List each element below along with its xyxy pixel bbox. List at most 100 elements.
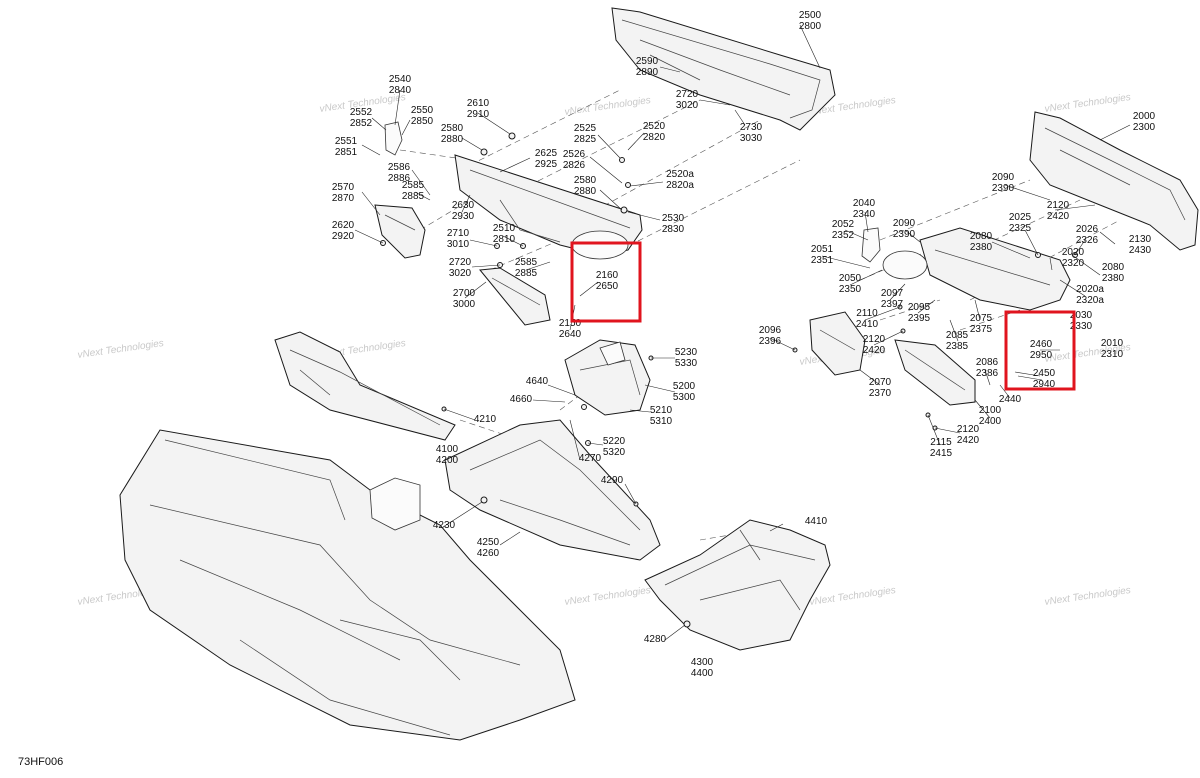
callout-number: 2925: [535, 159, 558, 170]
callout-2440: 2440: [999, 394, 1022, 405]
callout-number: 3020: [449, 268, 472, 279]
callout-number: 2920: [332, 231, 355, 242]
callout-number: 2700: [453, 288, 476, 299]
callout-number: 3000: [453, 299, 476, 310]
callout-number: 2850: [411, 116, 434, 127]
callout-number: 2096: [759, 325, 782, 336]
callout-number: 2940: [1033, 379, 1056, 390]
callout-number: 2886: [388, 173, 411, 184]
callout-number: 2385: [946, 341, 969, 352]
callout-number: 2390: [992, 183, 1015, 194]
callout-number: 5220: [603, 436, 626, 447]
left-rocker-panel: [274, 331, 456, 441]
callout-number: 2420: [863, 345, 886, 356]
callout-number: 5210: [650, 405, 673, 416]
callout-4640: 4640: [526, 376, 549, 387]
callout-number: 2420: [957, 435, 980, 446]
callout-number: 3020: [676, 100, 699, 111]
callout-number: 2580: [441, 123, 464, 134]
callout-number: 2810: [493, 234, 516, 245]
callout-number: 2720: [676, 89, 699, 100]
callout-number: 2620: [332, 220, 355, 231]
upper-door-panel: [611, 7, 836, 131]
callout-number: 4260: [477, 548, 500, 559]
callout-number: 2390: [893, 229, 916, 240]
callout-number: 2420: [1047, 211, 1070, 222]
callout-number: 2070: [869, 377, 892, 388]
callout-number: 2720: [449, 257, 472, 268]
main-floor-tub: [119, 429, 576, 741]
callout-number: 5330: [675, 358, 698, 369]
callout-number: 5320: [603, 447, 626, 458]
callout-number: 2040: [853, 198, 876, 209]
callout-number: 2370: [869, 388, 892, 399]
watermark-text: vNext Technologies: [564, 585, 652, 608]
left-door-frame: [454, 154, 643, 260]
callout-number: 4640: [526, 376, 549, 387]
callout-number: 2340: [853, 209, 876, 220]
callout-number: 2540: [389, 74, 412, 85]
callout-number: 2097: [881, 288, 904, 299]
callout-number: 2310: [1101, 349, 1124, 360]
callout-number: 2820: [643, 132, 666, 143]
callout-number: 4100: [436, 444, 459, 455]
callout-number: 2885: [402, 191, 425, 202]
diagram-code: 73HF006: [18, 756, 63, 768]
callout-number: 2525: [574, 123, 597, 134]
callout-number: 2320a: [1076, 295, 1104, 306]
callout-number: 2380: [970, 242, 993, 253]
callout-number: 2320: [1062, 258, 1085, 269]
callout-number: 4410: [805, 516, 828, 527]
callout-number: 4210: [474, 414, 497, 425]
callout-number: 2450: [1033, 368, 1056, 379]
leader-lines: [354, 24, 1131, 641]
callout-number: 2325: [1009, 223, 1032, 234]
callout-number: 2551: [335, 136, 358, 147]
callout-number: 2050: [839, 273, 862, 284]
callout-number: 2375: [970, 324, 993, 335]
callout-number: 4270: [579, 453, 602, 464]
callout-number: 2020: [1062, 247, 1085, 258]
callout-number: 2095: [908, 302, 931, 313]
callout-number: 2415: [930, 448, 953, 459]
callout-number: 4290: [601, 475, 624, 486]
callout-number: 2950: [1030, 350, 1053, 361]
callout-number: 2100: [979, 405, 1002, 416]
callout-number: 2825: [574, 134, 597, 145]
callout-number: 2410: [856, 319, 879, 330]
callout-number: 2870: [332, 193, 355, 204]
highlight-box-right: [1004, 310, 1076, 391]
callout-4290: 4290: [601, 475, 624, 486]
callout-number: 2910: [467, 109, 490, 120]
callout-number: 2395: [908, 313, 931, 324]
callout-number: 2115: [930, 437, 952, 448]
watermark-text: vNext Technologies: [1044, 585, 1132, 608]
callout-number: 2650: [596, 281, 619, 292]
callout-number: 2350: [839, 284, 862, 295]
callout-number: 2090: [992, 172, 1015, 183]
callout-number: 2400: [979, 416, 1002, 427]
